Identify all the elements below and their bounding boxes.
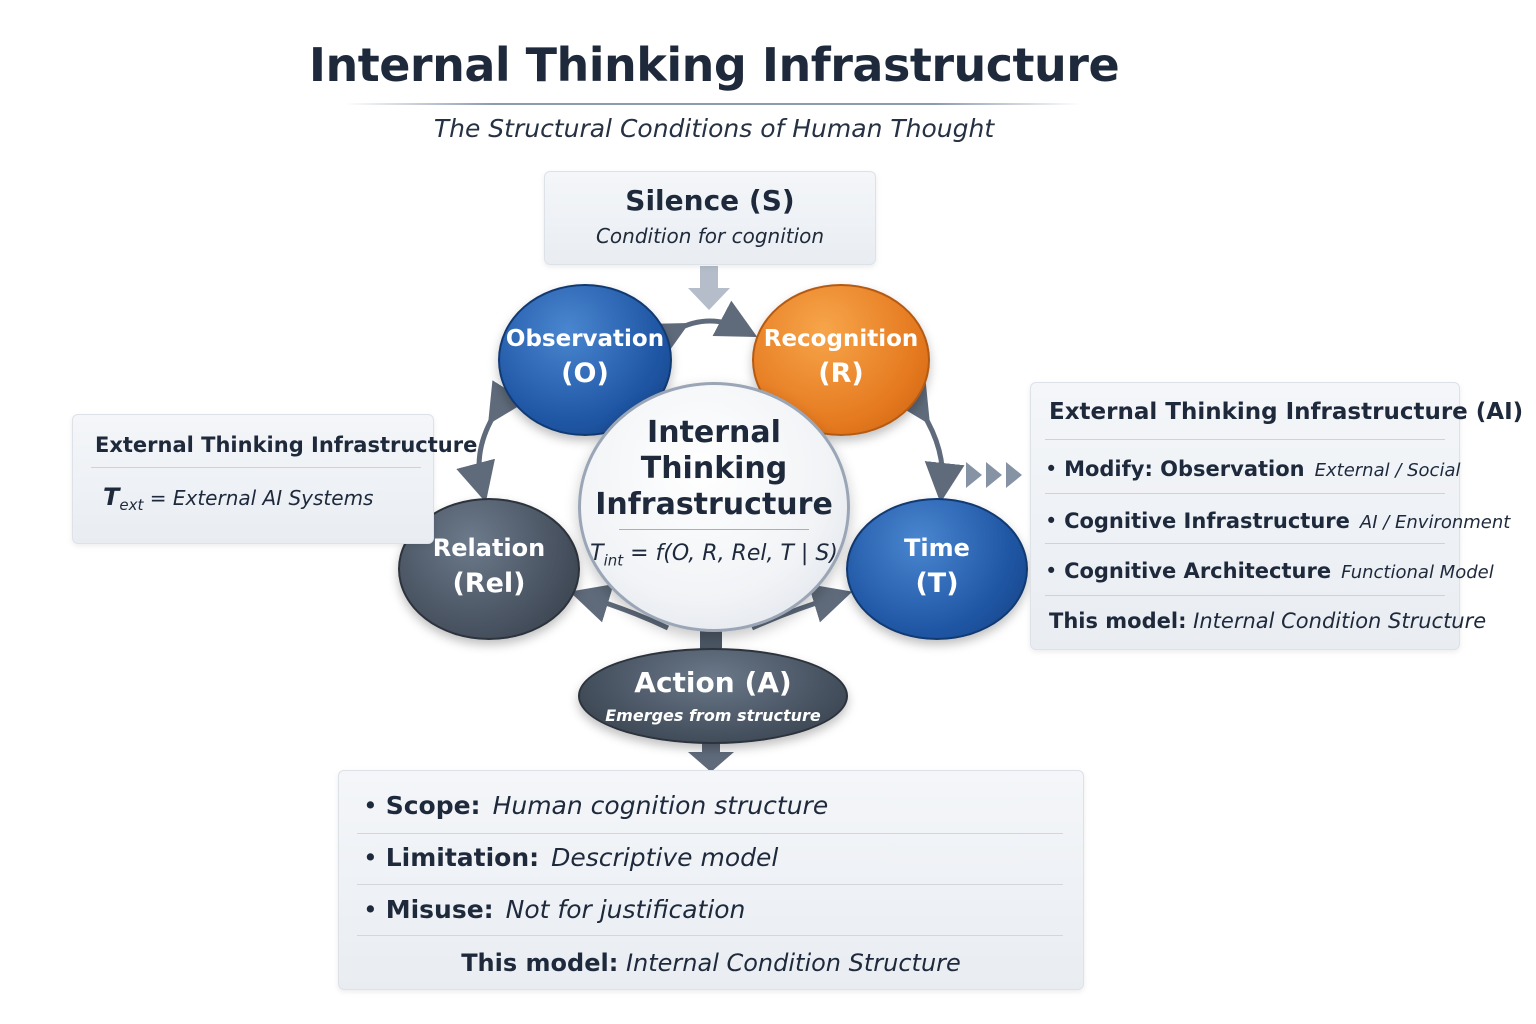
observation-name: Observation bbox=[505, 326, 665, 352]
bullet-dot: • bbox=[1045, 559, 1065, 583]
formula-rest: = f(O, R, Rel, T | S) bbox=[623, 541, 838, 566]
observation-node: Observation (O) bbox=[498, 284, 672, 436]
recognition-name: Recognition bbox=[763, 326, 919, 352]
notes-divider bbox=[357, 833, 1063, 834]
silence-down-arrow bbox=[688, 266, 730, 310]
model-notes-panel: • Scope:Human cognition structure • Limi… bbox=[338, 770, 1084, 990]
center-node: Internal Thinking Infrastructure Tint = … bbox=[578, 382, 850, 632]
recognition-time-arrow bbox=[891, 380, 965, 503]
center-formula: Tint = f(O, R, Rel, T | S) bbox=[581, 541, 847, 569]
external-infrastructure-panel: External Thinking Infrastructure Text = … bbox=[72, 414, 477, 544]
notes-footer: This model: Internal Condition Structure bbox=[461, 949, 961, 977]
triple-chevron-right-icon bbox=[966, 462, 1022, 488]
observation-symbol: (O) bbox=[561, 358, 609, 389]
time-name: Time bbox=[904, 534, 970, 562]
bullet-dot: • bbox=[1045, 509, 1065, 533]
external-ai-panel: External Thinking Infrastructure (AI) • … bbox=[1030, 382, 1523, 650]
left-formula-t: T bbox=[103, 483, 120, 511]
relation-symbol: (Rel) bbox=[452, 568, 526, 599]
bullet-dot: • bbox=[363, 895, 386, 924]
right-panel-divider bbox=[1045, 595, 1445, 596]
action-down-arrow bbox=[688, 740, 734, 772]
silence-subtitle: Condition for cognition bbox=[595, 224, 825, 248]
right-panel-footer: This model: Internal Condition Structure bbox=[1049, 609, 1487, 633]
left-panel-title: External Thinking Infrastructure bbox=[95, 433, 478, 457]
relation-name: Relation bbox=[432, 534, 546, 562]
formula-sub: int bbox=[603, 551, 624, 570]
bullet-dot: • bbox=[1045, 457, 1065, 481]
right-panel-divider bbox=[1045, 543, 1445, 544]
left-panel-divider bbox=[91, 467, 421, 468]
center-divider bbox=[619, 529, 809, 530]
center-title-line2: Thinking bbox=[640, 451, 788, 486]
left-panel-formula: Text = External AI Systems bbox=[103, 483, 373, 514]
center-title: Internal Thinking Infrastructure bbox=[581, 415, 847, 523]
observation-recognition-arrow bbox=[644, 300, 758, 360]
time-node: Time (T) bbox=[846, 498, 1028, 640]
time-symbol: (T) bbox=[915, 568, 959, 599]
action-subtitle: Emerges from structure bbox=[605, 706, 821, 725]
relation-node: Relation (Rel) bbox=[398, 498, 580, 640]
silence-box: Silence (S) Condition for cognition bbox=[544, 171, 876, 265]
bullet-dot: • bbox=[363, 791, 386, 820]
notes-divider bbox=[357, 884, 1063, 885]
bullet-dot: • bbox=[363, 843, 386, 872]
notes-item: • Limitation:Descriptive model bbox=[363, 843, 779, 872]
silence-title: Silence (S) bbox=[625, 184, 795, 217]
center-title-line3: Infrastructure bbox=[595, 487, 833, 522]
action-title: Action (A) bbox=[634, 666, 792, 699]
recognition-symbol: (R) bbox=[818, 358, 864, 389]
right-panel-title: External Thinking Infrastructure (AI) bbox=[1049, 399, 1524, 425]
left-formula-rest: = External AI Systems bbox=[143, 486, 374, 510]
observation-relation-arrow bbox=[456, 380, 527, 503]
notes-divider bbox=[357, 935, 1063, 936]
page-title: Internal Thinking Infrastructure bbox=[308, 38, 1120, 92]
right-panel-divider bbox=[1045, 493, 1445, 494]
title-divider bbox=[345, 103, 1081, 105]
right-panel-divider bbox=[1045, 439, 1445, 440]
formula-t: T bbox=[590, 541, 604, 566]
action-relation-arrow bbox=[569, 584, 670, 631]
center-title-line1: Internal bbox=[647, 415, 781, 450]
notes-item: • Scope:Human cognition structure bbox=[363, 791, 829, 820]
notes-item: • Misuse:Not for justification bbox=[363, 895, 746, 924]
page-subtitle: The Structural Conditions of Human Thoug… bbox=[433, 114, 995, 143]
action-node: Action (A) Emerges from structure bbox=[578, 648, 848, 744]
left-formula-sub: ext bbox=[119, 496, 144, 514]
